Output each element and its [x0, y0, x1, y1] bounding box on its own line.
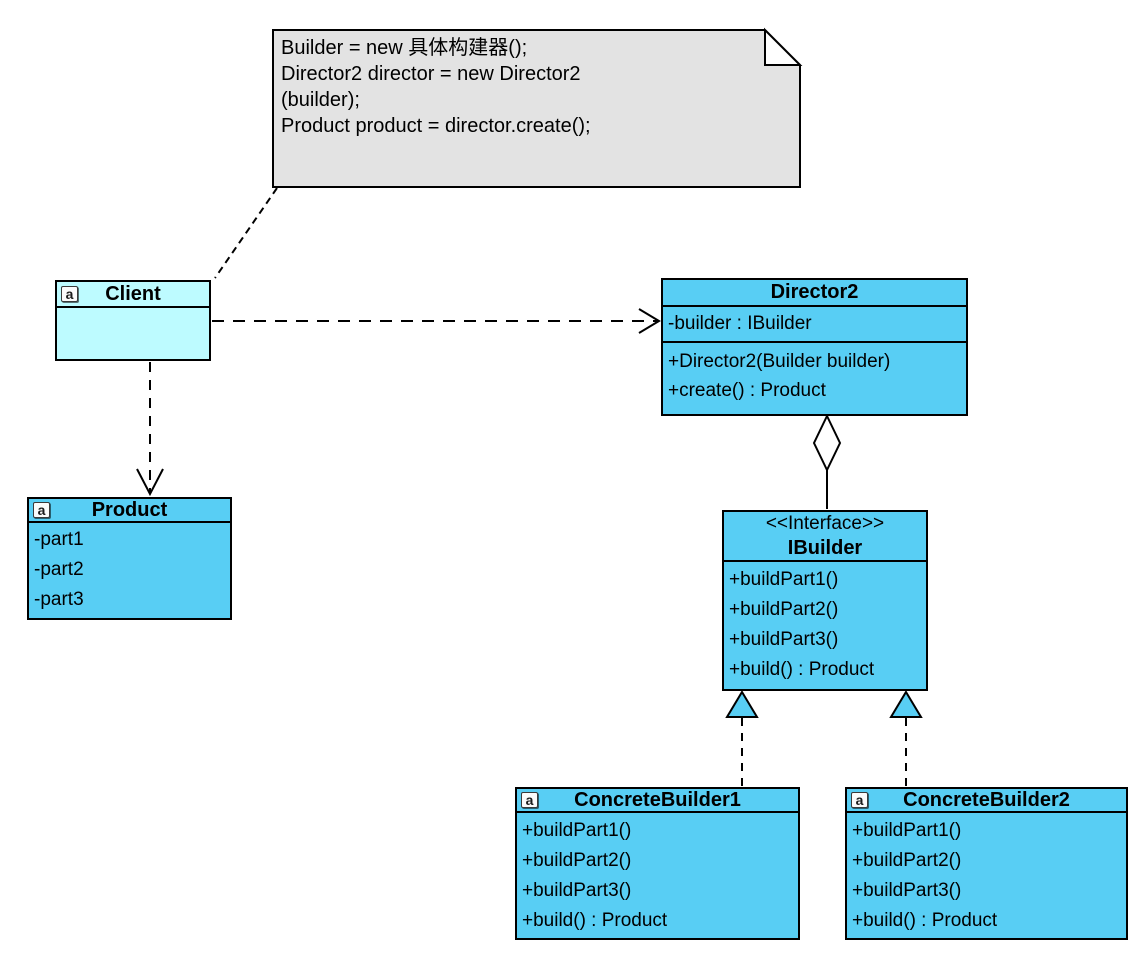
- open-arrowhead-director2: [638, 308, 661, 334]
- class-name: Client: [105, 282, 161, 305]
- operation: +buildPart2(): [729, 599, 839, 620]
- operation: +buildPart1(): [852, 820, 962, 841]
- class-product[interactable]: a Product -part1 -part2 -part3: [27, 497, 232, 620]
- attribute: -part2: [34, 559, 84, 580]
- operation: +buildPart2(): [522, 850, 632, 871]
- note-anchor-line: [214, 187, 278, 279]
- operation: +buildPart3(): [852, 880, 962, 901]
- class-icon: a: [521, 792, 538, 808]
- class-name: Director2: [770, 281, 859, 303]
- note-line: Builder = new 具体构建器();: [281, 37, 528, 59]
- operation: +buildPart2(): [852, 850, 962, 871]
- operation: +build() : Product: [729, 659, 875, 680]
- operation: +buildPart3(): [729, 629, 839, 650]
- class-concretebuilder1-header: a ConcreteBuilder1: [517, 789, 798, 813]
- attribute: -part1: [34, 529, 84, 550]
- class-icon: a: [851, 792, 868, 808]
- class-concretebuilder2[interactable]: a ConcreteBuilder2 +buildPart1() +buildP…: [845, 787, 1128, 940]
- class-concretebuilder2-operations: +buildPart1() +buildPart2() +buildPart3(…: [847, 813, 1126, 936]
- operation: +buildPart1(): [729, 569, 839, 590]
- class-client[interactable]: a Client: [55, 280, 211, 361]
- interface-ibuilder[interactable]: <<Interface>> IBuilder +buildPart1() +bu…: [722, 510, 928, 691]
- open-arrowhead-product: [136, 468, 164, 497]
- class-icon: a: [33, 502, 50, 518]
- note-line: Director2 director = new Director2: [281, 63, 581, 85]
- operation: +create() : Product: [668, 380, 826, 401]
- class-name: IBuilder: [787, 537, 863, 559]
- note-fold-corner: [764, 27, 803, 66]
- interface-ibuilder-header: <<Interface>> IBuilder: [724, 512, 926, 562]
- class-icon: a: [61, 286, 78, 302]
- operation: +buildPart3(): [522, 880, 632, 901]
- class-director2-operations: +Director2(Builder builder) +create() : …: [663, 343, 966, 405]
- operation: +Director2(Builder builder): [668, 351, 891, 372]
- note: Builder = new 具体构建器(); Director2 directo…: [281, 35, 786, 139]
- class-product-attributes: -part1 -part2 -part3: [29, 523, 230, 615]
- class-client-header: a Client: [57, 282, 209, 308]
- aggregation-diamond: [812, 413, 842, 473]
- class-director2-attributes: -builder : IBuilder: [663, 307, 966, 343]
- realization-triangle-cb1: [725, 690, 759, 718]
- note-line: Product product = director.create();: [281, 115, 591, 137]
- class-director2-header: Director2: [663, 280, 966, 307]
- operation: +build() : Product: [522, 910, 668, 931]
- note-line: (builder);: [281, 89, 360, 111]
- class-name: Product: [91, 498, 168, 521]
- interface-ibuilder-operations: +buildPart1() +buildPart2() +buildPart3(…: [724, 562, 926, 685]
- class-director2[interactable]: Director2 -builder : IBuilder +Director2…: [661, 278, 968, 416]
- class-concretebuilder1[interactable]: a ConcreteBuilder1 +buildPart1() +buildP…: [515, 787, 800, 940]
- realization-triangle-cb2: [889, 690, 923, 718]
- stereotype: <<Interface>>: [765, 513, 885, 534]
- operation: +buildPart1(): [522, 820, 632, 841]
- note-shape: [272, 29, 801, 188]
- class-product-header: a Product: [29, 499, 230, 523]
- attribute: -builder : IBuilder: [668, 313, 812, 334]
- attribute: -part3: [34, 589, 84, 610]
- class-client-empty-compartment: [57, 308, 209, 357]
- class-name: ConcreteBuilder2: [903, 788, 1070, 811]
- class-concretebuilder1-operations: +buildPart1() +buildPart2() +buildPart3(…: [517, 813, 798, 936]
- operation: +build() : Product: [852, 910, 998, 931]
- class-name: ConcreteBuilder1: [574, 788, 741, 811]
- class-concretebuilder2-header: a ConcreteBuilder2: [847, 789, 1126, 813]
